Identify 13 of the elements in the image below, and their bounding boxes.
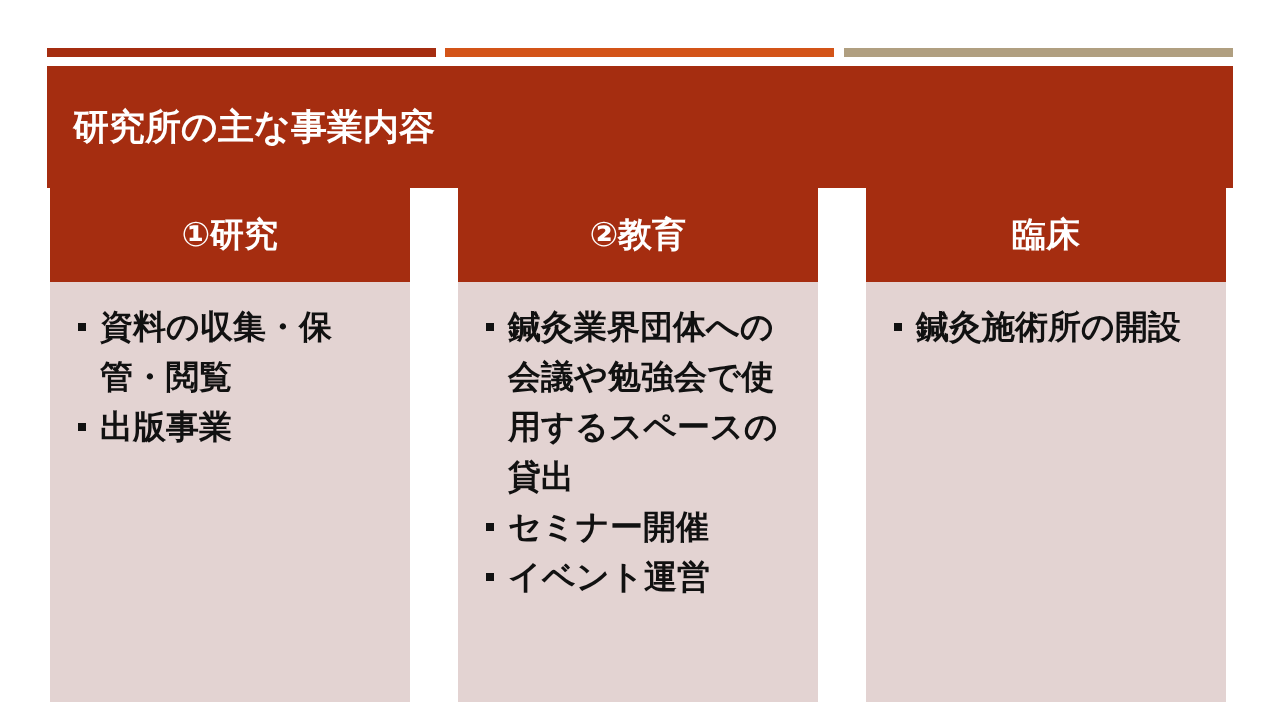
list-item-text: 資料の収集・保管・閲覧 [100, 306, 333, 398]
content-panel [458, 282, 818, 702]
list-item-text: イベント運営 [508, 556, 711, 598]
column-header: ②教育 [458, 188, 818, 282]
list-item-text: セミナー開催 [508, 506, 710, 548]
content-panel [866, 282, 1226, 702]
slide-title: 研究所の主な事業内容 [73, 105, 435, 149]
content-panel [50, 282, 410, 702]
list-item-text: 鍼灸業界団体への会議や勉強会で使用するスペースの貸出 [508, 306, 779, 498]
list-item-text: 出版事業 [100, 406, 233, 448]
column-header: 臨床 [866, 188, 1226, 282]
list-item-text: 鍼灸施術所の開設 [916, 306, 1182, 348]
column-header: ①研究 [50, 188, 410, 282]
